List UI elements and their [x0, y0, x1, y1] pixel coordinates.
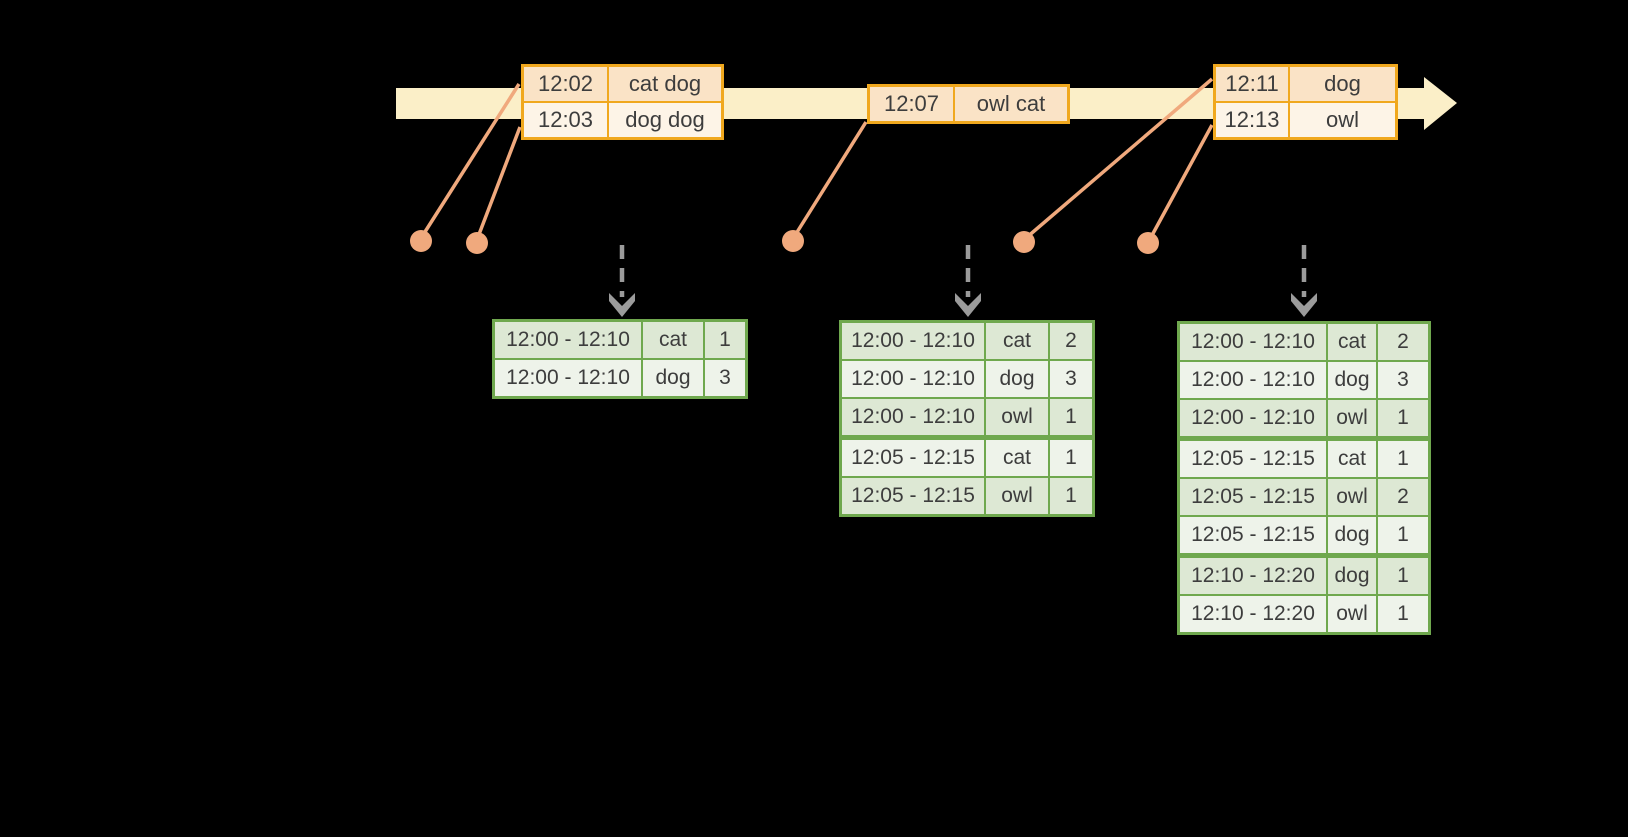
result-row: 12:05 - 12:15 cat 1 [1180, 441, 1428, 477]
result-row: 12:00 - 12:10 dog 3 [495, 360, 745, 396]
event-dot [466, 232, 488, 254]
window-cell: 12:05 - 12:15 [1180, 441, 1326, 477]
event-words-cell: dog [1290, 67, 1395, 101]
event-time-cell: 12:03 [524, 103, 607, 137]
count-cell: 1 [1378, 558, 1428, 594]
event-words-cell: owl [1290, 103, 1395, 137]
result-table-3: 12:00 - 12:10 cat 2 12:00 - 12:10 dog 3 … [1177, 321, 1431, 635]
count-cell: 1 [1378, 441, 1428, 477]
window-cell: 12:05 - 12:15 [1180, 479, 1326, 515]
window-cell: 12:00 - 12:10 [1180, 324, 1326, 360]
event-table-3: 12:11 dog 12:13 owl [1213, 64, 1398, 140]
result-row: 12:00 - 12:10 cat 1 [495, 322, 745, 358]
event-row: 12:11 dog [1216, 67, 1395, 101]
word-cell: cat [1328, 441, 1376, 477]
event-words-cell: cat dog [609, 67, 721, 101]
event-connector-line [421, 83, 521, 236]
result-table-1: 12:00 - 12:10 cat 1 12:00 - 12:10 dog 3 [492, 319, 748, 399]
window-cell: 12:05 - 12:15 [842, 478, 984, 514]
word-cell: owl [1328, 400, 1376, 436]
result-row: 12:00 - 12:10 owl 1 [842, 399, 1092, 435]
result-row: 12:10 - 12:20 owl 1 [1180, 596, 1428, 632]
word-cell: dog [1328, 558, 1376, 594]
event-dot [1137, 232, 1159, 254]
event-connector-lines [421, 77, 1214, 240]
count-cell: 1 [1050, 440, 1092, 476]
event-row: 12:13 owl [1216, 103, 1395, 137]
event-dot [410, 230, 432, 252]
word-cell: owl [986, 399, 1048, 435]
word-cell: cat [1328, 324, 1376, 360]
timeline-arrowhead-icon [1424, 77, 1457, 130]
event-words-cell: dog dog [609, 103, 721, 137]
count-cell: 1 [705, 322, 745, 358]
result-row: 12:05 - 12:15 dog 1 [1180, 517, 1428, 553]
word-cell: owl [1328, 596, 1376, 632]
word-cell: cat [643, 322, 703, 358]
result-row: 12:00 - 12:10 cat 2 [842, 323, 1092, 359]
count-cell: 3 [1378, 362, 1428, 398]
count-cell: 1 [1378, 400, 1428, 436]
word-cell: owl [986, 478, 1048, 514]
count-cell: 3 [1050, 361, 1092, 397]
result-row: 12:10 - 12:20 dog 1 [1180, 558, 1428, 594]
event-connector-line [1148, 124, 1214, 240]
event-row: 12:03 dog dog [524, 103, 721, 137]
word-cell: dog [986, 361, 1048, 397]
window-cell: 12:05 - 12:15 [1180, 517, 1326, 553]
trigger-arrowhead-icon [955, 293, 981, 317]
count-cell: 2 [1378, 324, 1428, 360]
result-table-2: 12:00 - 12:10 cat 2 12:00 - 12:10 dog 3 … [839, 320, 1095, 517]
event-table-2: 12:07 owl cat [867, 84, 1070, 124]
window-cell: 12:00 - 12:10 [1180, 400, 1326, 436]
event-time-cell: 12:13 [1216, 103, 1288, 137]
result-row: 12:05 - 12:15 owl 2 [1180, 479, 1428, 515]
count-cell: 1 [1378, 596, 1428, 632]
event-time-cell: 12:11 [1216, 67, 1288, 101]
count-cell: 3 [705, 360, 745, 396]
word-cell: dog [1328, 517, 1376, 553]
word-cell: cat [986, 323, 1048, 359]
result-row: 12:05 - 12:15 cat 1 [842, 440, 1092, 476]
result-row: 12:00 - 12:10 dog 3 [1180, 362, 1428, 398]
window-cell: 12:10 - 12:20 [1180, 596, 1326, 632]
word-cell: owl [1328, 479, 1376, 515]
window-cell: 12:00 - 12:10 [495, 322, 641, 358]
result-row: 12:00 - 12:10 cat 2 [1180, 324, 1428, 360]
event-row: 12:07 owl cat [870, 87, 1067, 121]
count-cell: 1 [1050, 478, 1092, 514]
event-row: 12:02 cat dog [524, 67, 721, 101]
word-cell: dog [1328, 362, 1376, 398]
result-row: 12:05 - 12:15 owl 1 [842, 478, 1092, 514]
event-connector-line [476, 126, 522, 238]
window-cell: 12:00 - 12:10 [842, 399, 984, 435]
word-cell: cat [986, 440, 1048, 476]
window-cell: 12:00 - 12:10 [842, 361, 984, 397]
event-words-cell: owl cat [955, 87, 1067, 121]
event-connector-line [1024, 77, 1214, 240]
count-cell: 1 [1050, 399, 1092, 435]
window-cell: 12:05 - 12:15 [842, 440, 984, 476]
event-dots [410, 230, 1159, 254]
count-cell: 2 [1378, 479, 1428, 515]
trigger-arrows [609, 245, 1317, 317]
event-dot [782, 230, 804, 252]
word-cell: dog [643, 360, 703, 396]
window-cell: 12:10 - 12:20 [1180, 558, 1326, 594]
window-cell: 12:00 - 12:10 [1180, 362, 1326, 398]
event-table-1: 12:02 cat dog 12:03 dog dog [521, 64, 724, 140]
trigger-arrowhead-icon [1291, 293, 1317, 317]
event-time-cell: 12:02 [524, 67, 607, 101]
event-dot [1013, 231, 1035, 253]
event-connector-line [792, 121, 868, 238]
result-row: 12:00 - 12:10 owl 1 [1180, 400, 1428, 436]
result-row: 12:00 - 12:10 dog 3 [842, 361, 1092, 397]
trigger-arrowhead-icon [609, 293, 635, 317]
count-cell: 2 [1050, 323, 1092, 359]
window-cell: 12:00 - 12:10 [842, 323, 984, 359]
event-time-cell: 12:07 [870, 87, 953, 121]
window-cell: 12:00 - 12:10 [495, 360, 641, 396]
count-cell: 1 [1378, 517, 1428, 553]
